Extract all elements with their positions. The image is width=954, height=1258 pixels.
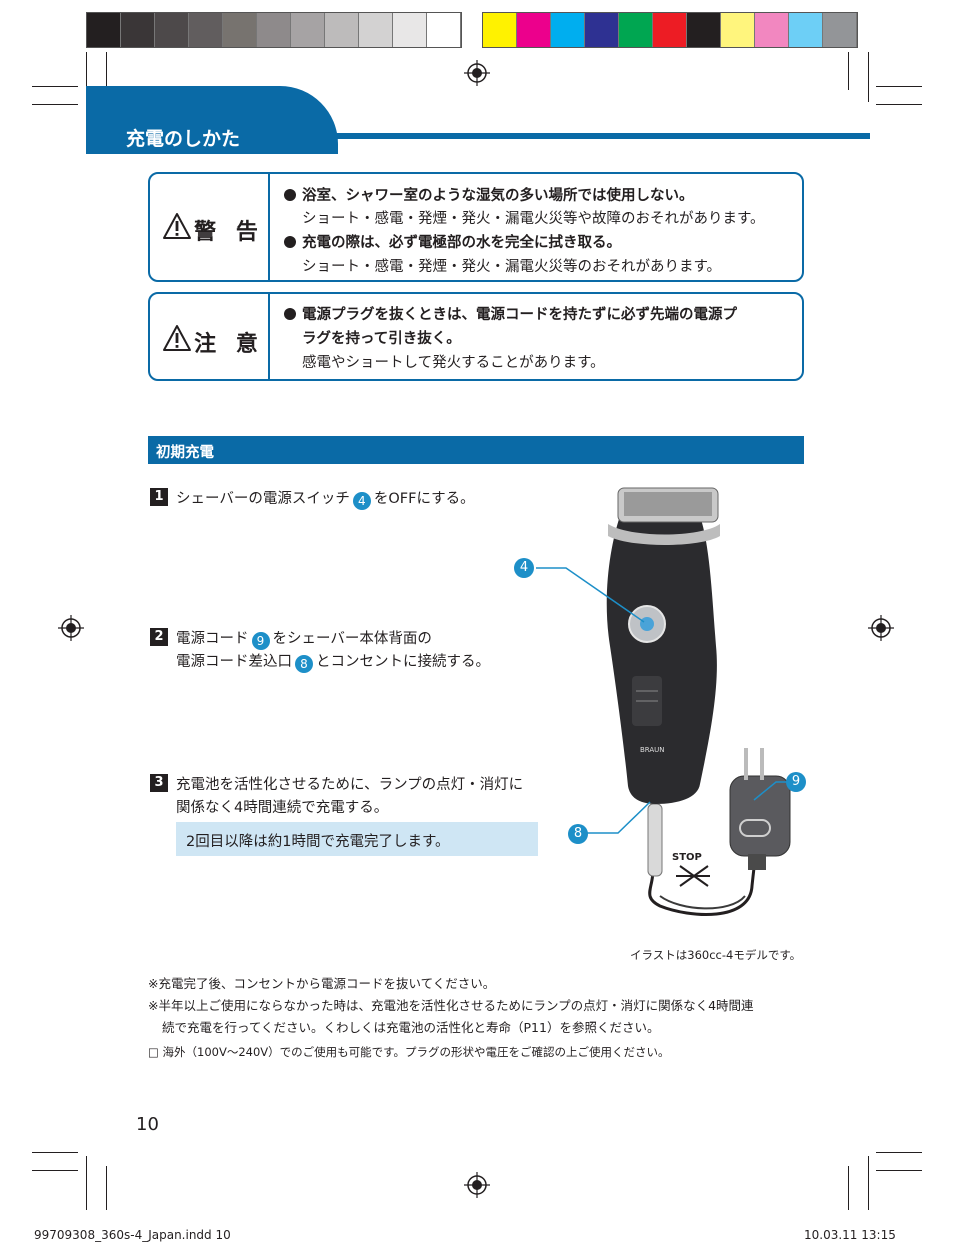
- color-swatch: [291, 13, 325, 47]
- color-swatch: [223, 13, 257, 47]
- crop-mark: [876, 86, 922, 87]
- caution-item-cont: ラグを持って引き抜く。: [302, 331, 461, 347]
- callout-socket: 8: [568, 824, 588, 844]
- crop-mark: [106, 52, 107, 90]
- crop-mark: [848, 1166, 849, 1210]
- ref-number: 9: [251, 632, 270, 650]
- warning-item-sub: ショート・感電・発煙・発火・漏電火災等や故障のおそれがあります。: [302, 211, 765, 227]
- ref-number: 4: [352, 492, 371, 510]
- caution-item: 電源プラグを抜くときは、電源コードを持たずに必ず先端の電源プ: [284, 303, 737, 324]
- color-swatch: [585, 13, 619, 47]
- color-swatch: [325, 13, 359, 47]
- crop-mark: [32, 104, 78, 105]
- note-box: 2回目以降は約1時間で充電完了します。: [176, 822, 538, 856]
- color-swatch: [87, 13, 121, 47]
- bullet-icon: [284, 308, 296, 320]
- color-swatch: [789, 13, 823, 47]
- callout-plug: 9: [786, 772, 806, 792]
- registration-mark-icon: [58, 615, 84, 641]
- color-swatch: [189, 13, 223, 47]
- crop-mark: [848, 52, 849, 90]
- color-swatch: [359, 13, 393, 47]
- slug-file: 99709308_360s-4_Japan.indd 10: [34, 1228, 231, 1242]
- page-number: 10: [136, 1114, 159, 1135]
- warning-item-sub: ショート・感電・発煙・発火・漏電火災等のおそれがあります。: [302, 259, 722, 275]
- color-swatch: [823, 13, 857, 47]
- color-swatch: [551, 13, 585, 47]
- color-swatch: [755, 13, 789, 47]
- crop-mark: [32, 1170, 78, 1171]
- color-swatch: [687, 13, 721, 47]
- callout-switch: 4: [514, 558, 534, 578]
- registration-mark-icon: [464, 60, 490, 86]
- color-swatch: [619, 13, 653, 47]
- slug-date: 10.03.11 13:15: [804, 1228, 896, 1242]
- color-swatch: [257, 13, 291, 47]
- crop-mark: [876, 1152, 922, 1153]
- warning-triangle-icon: [163, 213, 191, 239]
- color-swatch: [517, 13, 551, 47]
- bullet-icon: [284, 189, 296, 201]
- footnote: 続で充電を行ってください。くわしくは充電池の活性化と寿命（P11）を参照ください…: [162, 1020, 660, 1035]
- crop-mark: [106, 1166, 107, 1210]
- caution-item-sub: 感電やショートして発火することがあります。: [302, 355, 605, 371]
- illustration-caption: イラストは360cc-4モデルです。: [630, 948, 802, 962]
- caution-box: 注 意 電源プラグを抜くときは、電源コードを持たずに必ず先端の電源プ ラグを持っ…: [148, 292, 804, 381]
- registration-mark-icon: [464, 1172, 490, 1198]
- warning-triangle-icon: [163, 325, 191, 351]
- header-tab: [86, 86, 338, 154]
- crop-mark: [32, 1152, 78, 1153]
- brand-logo: BRAUN: [640, 746, 665, 754]
- footnote: ※充電完了後、コンセントから電源コードを抜いてください。: [148, 976, 496, 991]
- step-text: 充電池を活性化させるために、ランプの点灯・消灯に: [176, 777, 524, 793]
- step-text: 関係なく4時間連続で充電する。: [176, 800, 389, 816]
- divider: [268, 174, 270, 280]
- registration-mark-icon: [868, 615, 894, 641]
- color-calibration-bar: [482, 12, 858, 48]
- callout-leaders: [536, 567, 792, 834]
- warning-item: 浴室、シャワー室のような湿気の多い場所では使用しない。: [284, 184, 694, 205]
- stop-label: STOP: [672, 852, 702, 863]
- crop-mark: [876, 1170, 922, 1171]
- color-swatch: [483, 13, 517, 47]
- color-swatch: [121, 13, 155, 47]
- divider: [268, 294, 270, 379]
- color-swatch: [393, 13, 427, 47]
- footnote: □ 海外（100V～240V）でのご使用も可能です。プラグの形状や電圧をご確認の…: [148, 1045, 670, 1059]
- footnote: ※半年以上ご使用にならなかった時は、充電池を活性化させるためにランプの点灯・消灯…: [148, 998, 754, 1013]
- section-title: 初期充電: [156, 445, 214, 461]
- crop-mark: [86, 1156, 87, 1210]
- shaver-illustration: BRAUN STOP: [606, 487, 791, 917]
- warning-box: 警 告 浴室、シャワー室のような湿気の多い場所では使用しない。 ショート・感電・…: [148, 172, 804, 282]
- crop-mark: [876, 104, 922, 105]
- color-swatch: [653, 13, 687, 47]
- section-header: 初期充電: [148, 436, 804, 464]
- caution-label: 注 意: [194, 332, 264, 357]
- bullet-icon: [284, 236, 296, 248]
- crop-mark: [868, 1156, 869, 1210]
- step-number: 3: [150, 774, 168, 792]
- color-swatch: [155, 13, 189, 47]
- color-swatch: [427, 13, 461, 47]
- note-text: 2回目以降は約1時間で充電完了します。: [186, 834, 450, 850]
- color-swatch: [721, 13, 755, 47]
- step-number: 1: [150, 488, 168, 506]
- crop-mark: [868, 52, 869, 102]
- warning-item: 充電の際は、必ず電極部の水を完全に拭き取る。: [284, 231, 621, 252]
- page-title: 充電のしかた: [126, 128, 241, 150]
- ref-number: 8: [295, 655, 313, 673]
- warning-label: 警 告: [194, 220, 264, 245]
- step-number: 2: [150, 628, 168, 646]
- crop-mark: [32, 86, 78, 87]
- crop-mark: [86, 52, 87, 102]
- header-rule: [86, 133, 870, 139]
- gray-calibration-bar: [86, 12, 462, 48]
